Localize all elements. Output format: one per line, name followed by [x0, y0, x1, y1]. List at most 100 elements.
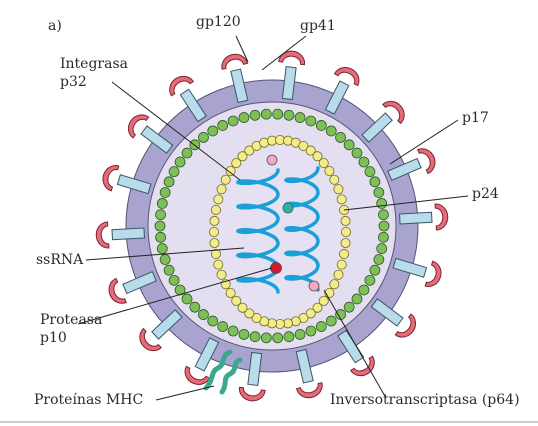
capsid-bead — [209, 238, 220, 249]
protease-enzyme — [270, 262, 282, 274]
gp120-cap-shape — [102, 164, 120, 192]
matrix-bead — [238, 329, 250, 340]
matrix-bead — [168, 166, 180, 178]
matrix-p17-layer — [154, 108, 390, 344]
capsid-bead — [237, 151, 248, 162]
gp120-cap — [295, 382, 323, 399]
gp120-cap-shape — [278, 50, 306, 66]
capsid-bead — [340, 215, 351, 226]
capsid-bead — [244, 308, 255, 319]
gp120-cap — [102, 164, 120, 192]
matrix-bead — [378, 231, 389, 243]
capsid-bead — [318, 295, 329, 306]
capsid-bead — [213, 194, 224, 205]
capsid-bead — [209, 215, 220, 226]
ssrna-strand-left — [235, 168, 280, 294]
gp120-cap-shape — [295, 382, 323, 399]
matrix-bead — [294, 112, 306, 123]
spike-stem — [295, 348, 314, 384]
capsid-bead — [210, 204, 221, 215]
matrix-bead — [376, 198, 388, 209]
matrix-bead — [189, 301, 201, 313]
spike-stem — [370, 298, 404, 327]
matrix-bead — [155, 231, 166, 243]
capsid-bead — [225, 288, 236, 299]
gp120-cap-shape — [424, 260, 442, 288]
gp120-cap — [424, 260, 442, 288]
matrix-bead — [198, 132, 209, 143]
gp120-cap-shape — [350, 355, 375, 377]
gp120-cap — [108, 277, 127, 304]
gp120-cap-shape — [95, 221, 110, 249]
matrix-bead — [249, 109, 261, 121]
spike-stem — [324, 80, 350, 115]
reverse-transcriptase-top — [266, 154, 278, 166]
matrix-bead — [305, 115, 317, 127]
label-proteinas-mhc: Proteínas MHC — [34, 392, 143, 408]
matrix-bead — [154, 220, 166, 232]
matrix-bead — [217, 321, 229, 332]
capsid-bead — [329, 174, 340, 185]
matrix-bead — [335, 132, 346, 143]
matrix-bead — [358, 284, 370, 296]
matrix-bead — [343, 139, 355, 151]
mhc-protein — [203, 349, 243, 395]
matrix-bead — [156, 198, 168, 209]
matrix-bead — [373, 187, 385, 198]
matrix-bead — [198, 309, 209, 320]
capsid-bead — [336, 259, 347, 270]
label-p17: p17 — [462, 110, 489, 126]
gp120-cap — [95, 221, 110, 249]
leader-lines — [77, 35, 469, 401]
capsid-bead — [213, 259, 224, 270]
matrix-bead — [227, 115, 239, 127]
capsid-bead — [220, 174, 231, 185]
label-proteasa-p10: p10 — [40, 330, 67, 346]
gp120-cap — [382, 100, 405, 125]
spike-stems — [111, 65, 433, 387]
gp120-cap-shape — [417, 148, 436, 175]
matrix-bead — [364, 166, 376, 178]
matrix-bead — [315, 321, 327, 332]
capsid-bead — [216, 184, 227, 195]
matrix-bead — [163, 176, 175, 188]
matrix-bead — [159, 254, 171, 265]
matrix-bead — [272, 332, 284, 344]
label-ssrna: ssRNA — [36, 252, 84, 268]
spike-stem — [247, 351, 263, 387]
gp120-cap — [238, 386, 266, 402]
capsid-bead — [312, 151, 323, 162]
gp120-cap — [434, 203, 449, 231]
gp120-cap — [221, 53, 249, 70]
matrix-bead — [174, 156, 186, 168]
matrix-bead — [358, 156, 370, 168]
matrix-bead — [181, 147, 193, 159]
spike-stem — [111, 227, 145, 241]
matrix-bead — [378, 220, 390, 232]
reverse-transcriptase-bottom — [308, 280, 320, 292]
matrix-bead — [376, 243, 388, 254]
matrix-bead — [168, 274, 180, 286]
capsid-bead — [305, 145, 316, 156]
matrix-bead — [155, 209, 166, 221]
matrix-bead — [351, 147, 363, 159]
spike-stem — [361, 112, 393, 143]
capsid-bead — [340, 226, 351, 237]
ssrna-strand-right — [283, 166, 320, 292]
matrix-bead — [238, 112, 250, 123]
label-integrasa-p32: p32 — [60, 74, 87, 90]
capsid-bead — [333, 269, 344, 280]
matrix-bead — [272, 108, 284, 120]
label-inversotranscriptasa: Inversotranscriptasa (p64) — [330, 392, 520, 408]
gp120-cap-shape — [127, 114, 150, 139]
label-p24: p24 — [472, 186, 499, 202]
gp120-cap-shape — [221, 53, 249, 70]
matrix-bead — [156, 243, 168, 254]
capsid-bead — [208, 226, 219, 237]
capsid-bead — [298, 140, 309, 151]
matrix-bead — [249, 331, 261, 343]
gp120-cap-shape — [139, 327, 162, 352]
gp120-cap — [417, 148, 436, 175]
gp120-cap — [333, 67, 360, 87]
matrix-bead — [325, 125, 337, 137]
